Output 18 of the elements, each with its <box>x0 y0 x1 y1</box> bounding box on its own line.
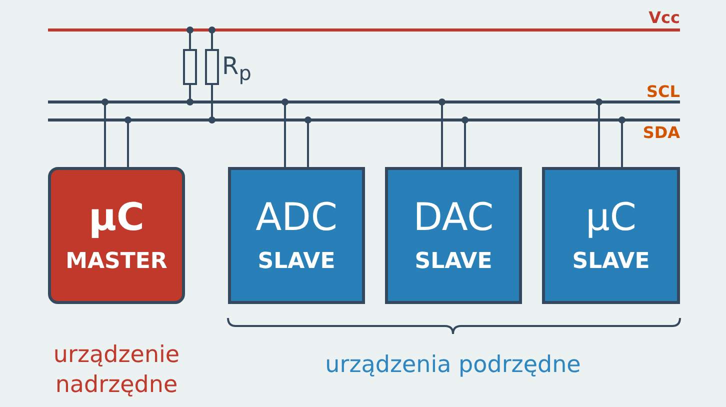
slave-box <box>228 167 365 304</box>
resistor-label: R$_{p}$ <box>222 52 252 85</box>
role-label: MASTER <box>66 248 168 276</box>
bus-label: Vcc <box>648 8 680 27</box>
device-name: ADC <box>256 194 338 238</box>
master-box <box>48 167 185 304</box>
bus-label: SCL <box>646 82 680 101</box>
role-label: SLAVE <box>258 248 336 276</box>
device-name: μC <box>88 194 144 238</box>
role-label: SLAVE <box>414 248 492 276</box>
device-name: DAC <box>413 194 494 238</box>
device-name: μC <box>586 194 636 238</box>
bus-label: SDA <box>642 123 680 142</box>
device-caption: urządzenie nadrzędne <box>52 341 181 400</box>
role-label: SLAVE <box>572 248 650 276</box>
slave-box <box>385 167 522 304</box>
group-caption: urządzenia podrzędne <box>325 352 581 378</box>
slave-box <box>542 167 680 304</box>
